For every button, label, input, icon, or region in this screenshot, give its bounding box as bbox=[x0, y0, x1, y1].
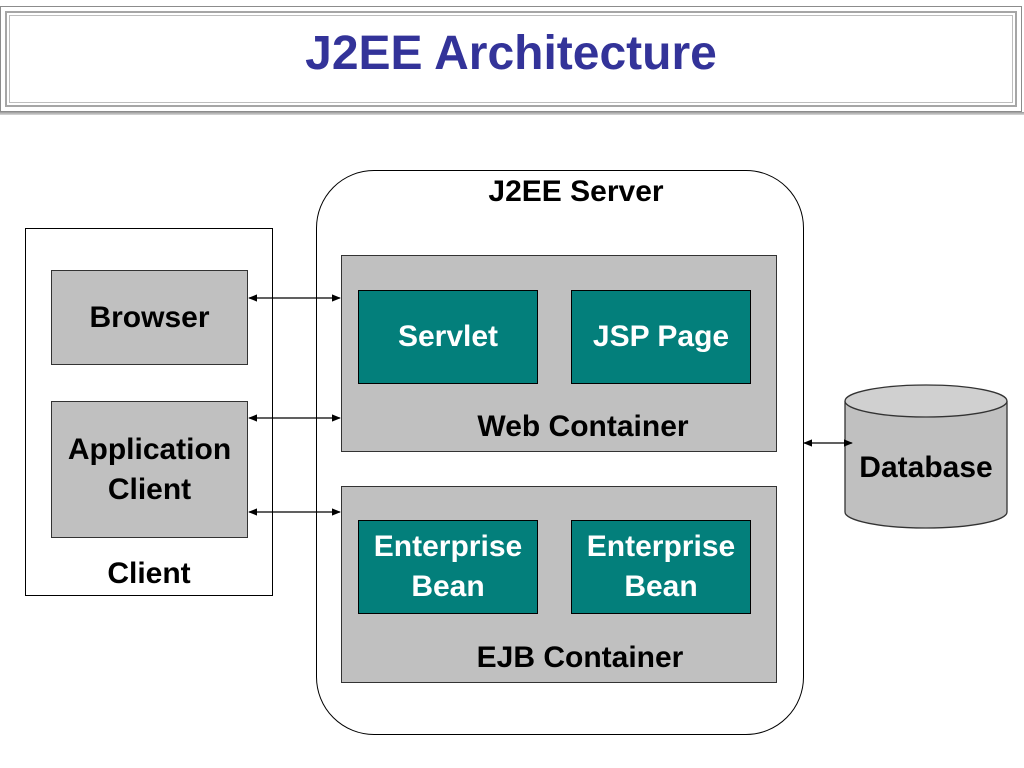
servlet-box: Servlet bbox=[358, 290, 538, 384]
ejb-container-label: EJB Container bbox=[476, 641, 684, 674]
enterprise-bean-box-1: Enterprise Bean bbox=[358, 520, 538, 614]
browser-label: Browser bbox=[89, 300, 210, 334]
jsp-page-box: JSP Page bbox=[571, 290, 751, 384]
enterprise-bean-2-line1: Enterprise bbox=[586, 530, 736, 564]
title-banner: J2EE Architecture bbox=[0, 6, 1022, 112]
j2ee-server-label: J2EE Server bbox=[488, 175, 664, 208]
title-banner-shadow bbox=[0, 112, 1024, 115]
client-tier-label: Client bbox=[107, 557, 191, 590]
application-client-box: Application Client bbox=[51, 401, 248, 538]
enterprise-bean-box-2: Enterprise Bean bbox=[571, 520, 751, 614]
database-label: Database bbox=[859, 451, 993, 484]
enterprise-bean-1-line2: Bean bbox=[411, 570, 485, 603]
application-client-label-line1: Application bbox=[67, 432, 232, 466]
enterprise-bean-1-line1: Enterprise bbox=[373, 530, 523, 564]
title-banner-inner: J2EE Architecture bbox=[5, 11, 1017, 107]
page-title: J2EE Architecture bbox=[305, 27, 717, 80]
browser-box: Browser bbox=[51, 270, 248, 365]
application-client-label-line2: Client bbox=[107, 472, 192, 506]
jsp-page-label: JSP Page bbox=[592, 320, 730, 354]
enterprise-bean-2-line2: Bean bbox=[624, 570, 698, 603]
servlet-label: Servlet bbox=[397, 320, 499, 354]
web-container-label: Web Container bbox=[477, 410, 689, 443]
